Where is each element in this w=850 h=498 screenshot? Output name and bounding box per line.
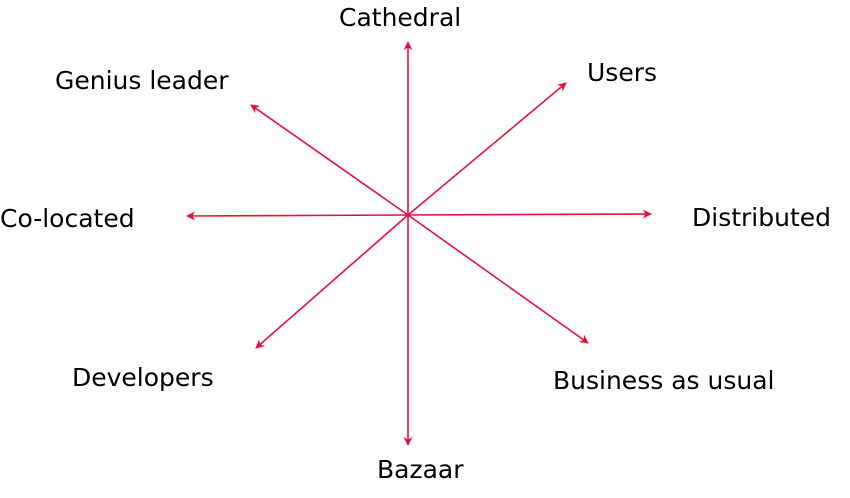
arrow-users: [407, 82, 567, 216]
arrow-genius-leader: [250, 104, 409, 216]
label-distributed: Distributed: [692, 203, 832, 232]
label-cathedral: Cathedral: [339, 3, 462, 32]
arrow-distributed: [407, 209, 652, 219]
arrow-developers: [255, 214, 409, 349]
label-genius-leader: Genius leader: [55, 66, 229, 95]
label-developers: Developers: [72, 363, 214, 392]
label-co-located: Co-located: [0, 204, 135, 233]
arrow-business-as-usual: [407, 214, 589, 344]
label-bazaar: Bazaar: [377, 455, 464, 484]
arrow-group: [186, 41, 652, 446]
label-business-as-usual: Business as usual: [553, 366, 775, 395]
label-users: Users: [587, 58, 658, 87]
arrow-co-located: [186, 211, 409, 221]
